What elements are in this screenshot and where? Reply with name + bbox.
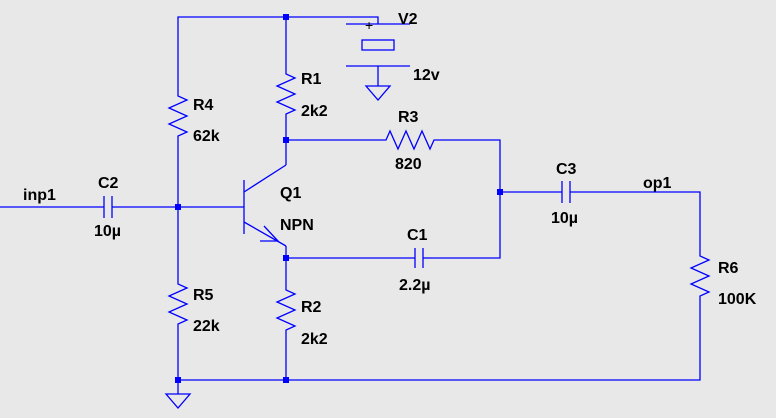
r6-value-label: 100K (718, 291, 757, 308)
c1-name-label: C1 (407, 227, 428, 244)
wire-op1 (570, 191, 701, 246)
r1-value-label: 2k2 (301, 103, 328, 120)
c2-name-label: C2 (98, 175, 119, 192)
resistor-r2-symbol (275, 286, 297, 348)
v2-name-label: V2 (398, 11, 418, 28)
battery-v2-symbol: + (346, 17, 410, 67)
r4-value-label: 62k (193, 128, 220, 145)
q1-type-label: NPN (280, 217, 314, 234)
c3-name-label: C3 (556, 161, 577, 178)
r3-name-label: R3 (398, 109, 419, 126)
r6-name-label: R6 (718, 260, 739, 277)
resistor-r5-symbol (167, 270, 189, 332)
capacitor-c3-symbol (561, 181, 571, 203)
net-label-op1: op1 (643, 175, 672, 192)
capacitor-c2-symbol (103, 196, 113, 218)
resistor-r6-symbol (689, 246, 711, 310)
v2-plus-sign: + (365, 17, 373, 33)
resistor-r3-symbol (380, 129, 440, 151)
ground-symbol-main (164, 393, 192, 409)
c1-value-label: 2.2µ (399, 277, 430, 294)
transistor-q1-symbol (243, 164, 287, 247)
r2-value-label: 2k2 (301, 331, 328, 348)
c3-value-label: 10µ (551, 210, 578, 227)
wire-top-rail (177, 16, 379, 92)
wire-r3-right (430, 139, 501, 259)
q1-name-label: Q1 (280, 185, 301, 202)
r2-name-label: R2 (301, 299, 322, 316)
r5-name-label: R5 (193, 287, 214, 304)
resistor-r4-symbol (167, 92, 189, 140)
wires (0, 16, 701, 394)
c2-value-label: 10µ (94, 223, 121, 240)
r4-name-label: R4 (193, 97, 214, 114)
capacitor-c1-symbol (414, 248, 430, 268)
junctions (175, 14, 503, 383)
ground-symbol-v2 (364, 85, 392, 101)
r3-value-label: 820 (395, 156, 422, 173)
v2-value-label: 12v (413, 67, 440, 84)
net-label-inp1: inp1 (23, 187, 56, 204)
wire-r6-ground (178, 310, 701, 381)
r5-value-label: 22k (193, 318, 220, 335)
resistor-r1-symbol (275, 70, 297, 118)
r1-name-label: R1 (301, 71, 322, 88)
